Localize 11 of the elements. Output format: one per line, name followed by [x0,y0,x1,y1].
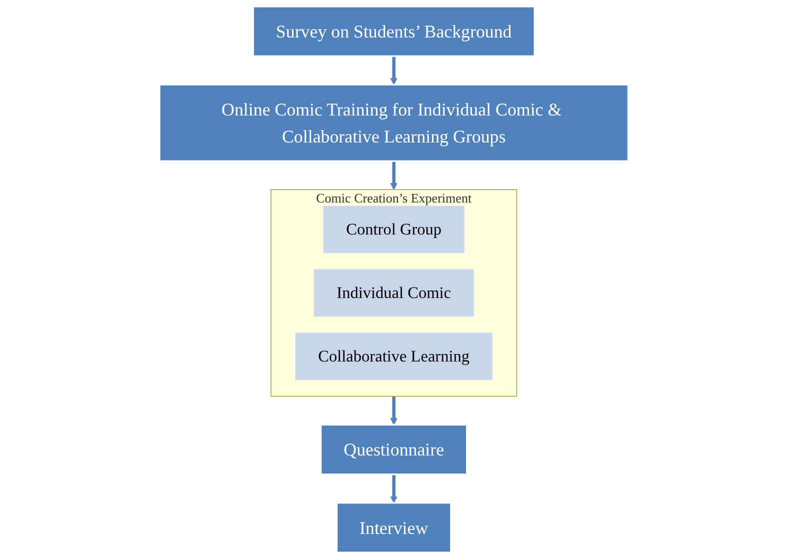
arrow [390,161,398,190]
node-box: Online Comic Training for Individual Comic & Collaborative Learning Groups [158,84,629,162]
node-box: Individual Comic [313,268,474,317]
node-box: Questionnaire [320,424,468,476]
node-box: Control Group [322,205,464,254]
arrow [390,396,398,426]
node-box: Survey on Students’ Background [252,6,536,57]
arrow [390,474,398,504]
arrow [390,56,398,85]
node-box: Interview [336,502,452,554]
node-box: Collaborative Learning [294,332,492,380]
